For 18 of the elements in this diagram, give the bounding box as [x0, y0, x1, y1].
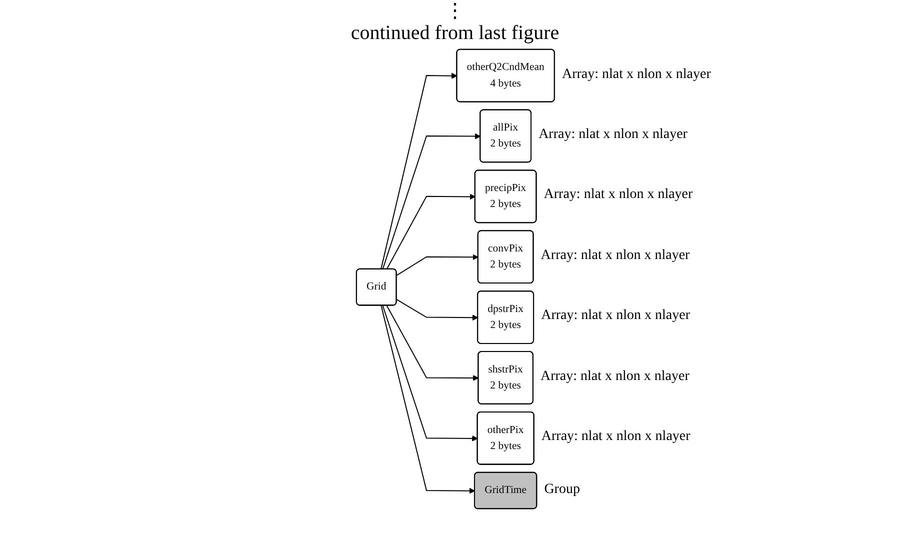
node-caption: Array: nlat x nlon x nlayer: [540, 248, 690, 264]
arrow: [386, 305, 478, 381]
node-caption: Array: nlat x nlon x nlayer: [541, 308, 690, 324]
arrow: [382, 133, 480, 270]
node-caption: Array: nlat x nlon x nlayer: [544, 187, 693, 204]
arrow: [382, 305, 478, 442]
arrow: [380, 72, 457, 270]
arrow: [396, 298, 478, 321]
note-text: ⋮: [444, 0, 466, 22]
node-caption: Array: nlat x nlon x nlayer: [538, 126, 688, 143]
node-caption: Group: [544, 482, 580, 498]
arrow: [380, 305, 475, 494]
note-text: continued from last figure: [350, 22, 560, 44]
arrow: [386, 194, 476, 270]
arrow: [396, 254, 478, 276]
node-caption: Array: nlat x nlon x nlayer: [562, 66, 711, 83]
node-caption: Array: nlat x nlon x nlayer: [540, 368, 690, 385]
node-caption: Array: nlat x nlon x nlayer: [541, 429, 690, 446]
